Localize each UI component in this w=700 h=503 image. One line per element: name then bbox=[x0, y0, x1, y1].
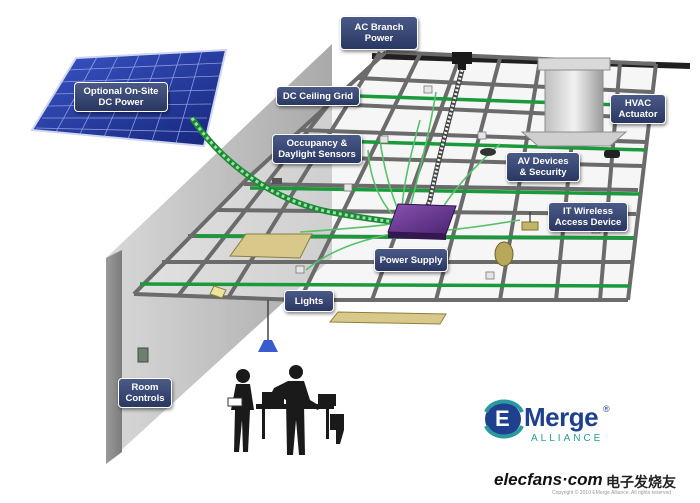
wall-edge bbox=[106, 250, 122, 464]
logo-brand: Merge bbox=[524, 402, 599, 432]
logo-registered: ® bbox=[603, 404, 610, 414]
logo-letter-e: E bbox=[495, 406, 510, 431]
label-ac-branch-power: AC Branch Power bbox=[340, 16, 418, 50]
watermark-copyright: Copyright © 2010 EMerge Alliance. All ri… bbox=[552, 490, 672, 496]
label-it-wireless: IT Wireless Access Device bbox=[548, 202, 628, 232]
speaker bbox=[494, 241, 514, 267]
watermark-cn: 电子发烧友 bbox=[606, 474, 676, 490]
spot-light bbox=[209, 285, 227, 299]
security-camera bbox=[272, 148, 620, 184]
pendant-lamp bbox=[258, 340, 278, 352]
ceiling-panel-left bbox=[229, 233, 313, 259]
ceiling-panel-bottom bbox=[328, 311, 447, 325]
label-hvac-actuator: HVAC Actuator bbox=[610, 94, 666, 124]
ac-junction bbox=[452, 52, 472, 70]
sensor-wires bbox=[299, 91, 521, 271]
logo-sub: ALLIANCE bbox=[531, 433, 604, 444]
document-sheet bbox=[227, 397, 243, 407]
hvac-duct bbox=[520, 57, 628, 147]
label-room-controls: Room Controls bbox=[118, 378, 172, 408]
label-power-supply: Power Supply bbox=[374, 248, 448, 272]
room-control-pad bbox=[137, 347, 149, 363]
wireless-device bbox=[521, 212, 539, 231]
watermark-site: elecfans·com bbox=[494, 470, 603, 489]
label-onsite-dc-power: Optional On-Site DC Power bbox=[74, 82, 168, 112]
office-scene bbox=[231, 365, 344, 455]
label-lights: Lights bbox=[284, 290, 334, 312]
emerge-logo-mark bbox=[484, 399, 524, 439]
label-occupancy-sensors: Occupancy & Daylight Sensors bbox=[272, 134, 362, 164]
label-av-devices: AV Devices & Security bbox=[506, 152, 580, 182]
label-dc-ceiling-grid: DC Ceiling Grid bbox=[276, 86, 360, 106]
power-supply-unit bbox=[387, 203, 457, 240]
